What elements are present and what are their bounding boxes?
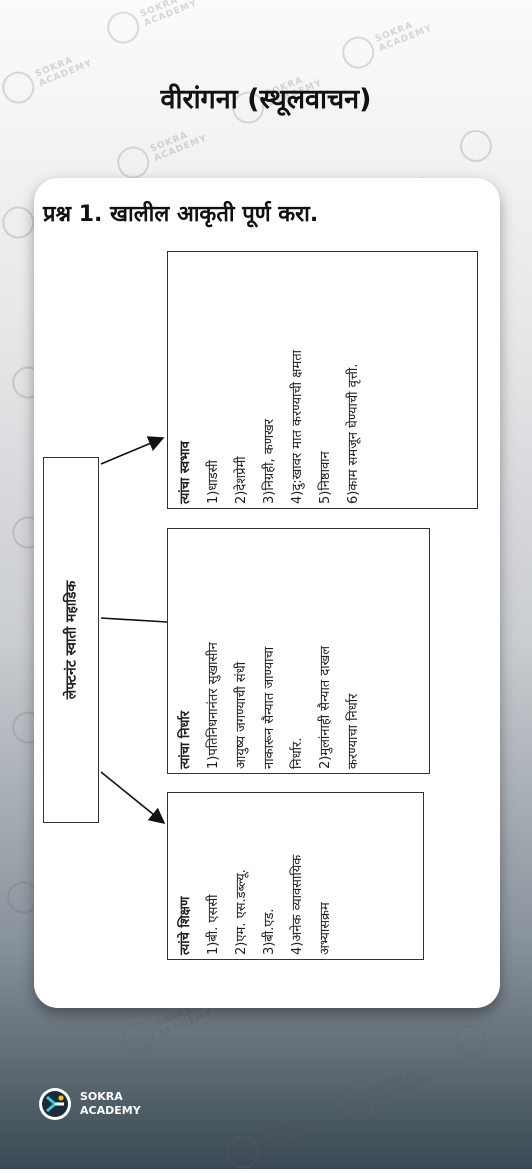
concept-diagram: लेफ्टनंट स्वाती महाडिक त्यांचा स्वभाव 1)… <box>34 178 500 1008</box>
watermark-text: SOKRA ACADEMY <box>373 1070 434 1104</box>
nature-heading: त्यांचा स्वभाव <box>177 441 193 504</box>
watermark-text: SOKRA ACADEMY <box>138 0 199 29</box>
resolve-line: निर्धार. <box>289 737 305 769</box>
education-line: अभ्यासक्रम <box>317 902 333 955</box>
resolve-box: त्यांचा निर्धार 1)पतिनिधनानंतर सुखासीन आ… <box>167 528 430 774</box>
sokra-logo-icon <box>39 1088 71 1120</box>
education-line: 1)बी. एससी <box>205 894 221 955</box>
nature-line: 4)दु:खावर मात करण्याची क्षमता <box>289 350 305 504</box>
education-heading: त्यांचे शिक्षण <box>177 896 193 955</box>
center-label: लेफ्टनंट स्वाती महाडिक <box>63 580 80 700</box>
sokra-logo-icon <box>117 1016 160 1059</box>
watermark: SOKRA ACADEMY <box>102 0 201 49</box>
sokra-logo-icon <box>337 31 380 74</box>
question-text: प्रश्न 1. खालील आकृती पूर्ण करा. <box>43 202 319 227</box>
resolve-line: आयुष्य जगण्याची संधी <box>233 661 249 769</box>
sokra-logo-icon <box>450 1020 492 1062</box>
sokra-logo-icon <box>337 1081 380 1124</box>
watermark-text: SOKRA ACADEMY <box>373 20 434 54</box>
watermark: SOKRA ACADEMY <box>222 1109 321 1173</box>
nature-box-content: त्यांचा स्वभाव 1)धाडसी 2)देशप्रेमी 3)निग… <box>172 256 474 504</box>
connector-to-resolve-box <box>100 617 168 623</box>
arrow-to-education-box <box>100 771 166 825</box>
sokra-logo-icon <box>455 125 497 167</box>
center-box: लेफ्टनंट स्वाती महाडिक <box>43 457 99 823</box>
resolve-box-content: त्यांचा निर्धार 1)पतिनिधनानंतर सुखासीन आ… <box>172 533 426 769</box>
nature-line: 1)धाडसी <box>205 460 221 504</box>
resolve-line: 1)पतिनिधनानंतर सुखासीन <box>205 642 221 769</box>
resolve-line: नाकारून सैन्यात जाण्याचा <box>261 646 277 769</box>
watermark <box>455 125 497 167</box>
resolve-line: 2)मुलांनाही सैन्यात दाखल <box>317 645 333 769</box>
nature-box: त्यांचा स्वभाव 1)धाडसी 2)देशप्रेमी 3)निग… <box>167 251 478 509</box>
nature-line: 6)काम समजून घेण्याची वृत्ती. <box>345 363 361 504</box>
watermark: SOKRA ACADEMY <box>337 1059 436 1124</box>
education-line: 2)एम. एस.डब्ल्यू. <box>233 869 249 955</box>
education-line: 3)बी.एड. <box>261 908 277 955</box>
diagram-connectors <box>100 436 168 825</box>
brand-logo: SOKRA ACADEMY <box>38 1087 141 1121</box>
nature-line: 3)निग्रही, कणखर <box>261 418 277 504</box>
education-box: त्यांचे शिक्षण 1)बी. एससी 2)एम. एस.डब्ल्… <box>167 792 424 960</box>
watermark-text: SOKRA ACADEMY <box>258 1120 319 1154</box>
watermark: SOKRA ACADEMY <box>112 119 211 184</box>
page-title: वीरांगना (स्थूलवाचन) <box>160 84 372 115</box>
education-box-content: त्यांचे शिक्षण 1)बी. एससी 2)एम. एस.डब्ल्… <box>172 797 420 955</box>
sokra-logo-icon <box>102 6 145 49</box>
question-card: प्रश्न 1. खालील आकृती पूर्ण करा. लेफ्टनं… <box>34 178 500 1008</box>
watermark: SOKRA ACADEMY <box>337 9 436 74</box>
watermark-text: SOKRA ACADEMY <box>148 130 209 164</box>
education-line: 4)अनेक व्यावसायिक <box>289 854 305 955</box>
brand-name: SOKRA ACADEMY <box>80 1090 141 1117</box>
nature-line: 2)देशप्रेमी <box>233 456 249 504</box>
arrow-to-nature-box <box>100 436 165 465</box>
resolve-heading: त्यांचा निर्धार <box>177 710 193 769</box>
nature-line: 5)निष्ठावान <box>317 451 333 504</box>
resolve-line: करण्याचा निर्धार <box>345 693 361 769</box>
sokra-logo-icon <box>222 1131 265 1173</box>
watermark <box>450 1020 492 1062</box>
